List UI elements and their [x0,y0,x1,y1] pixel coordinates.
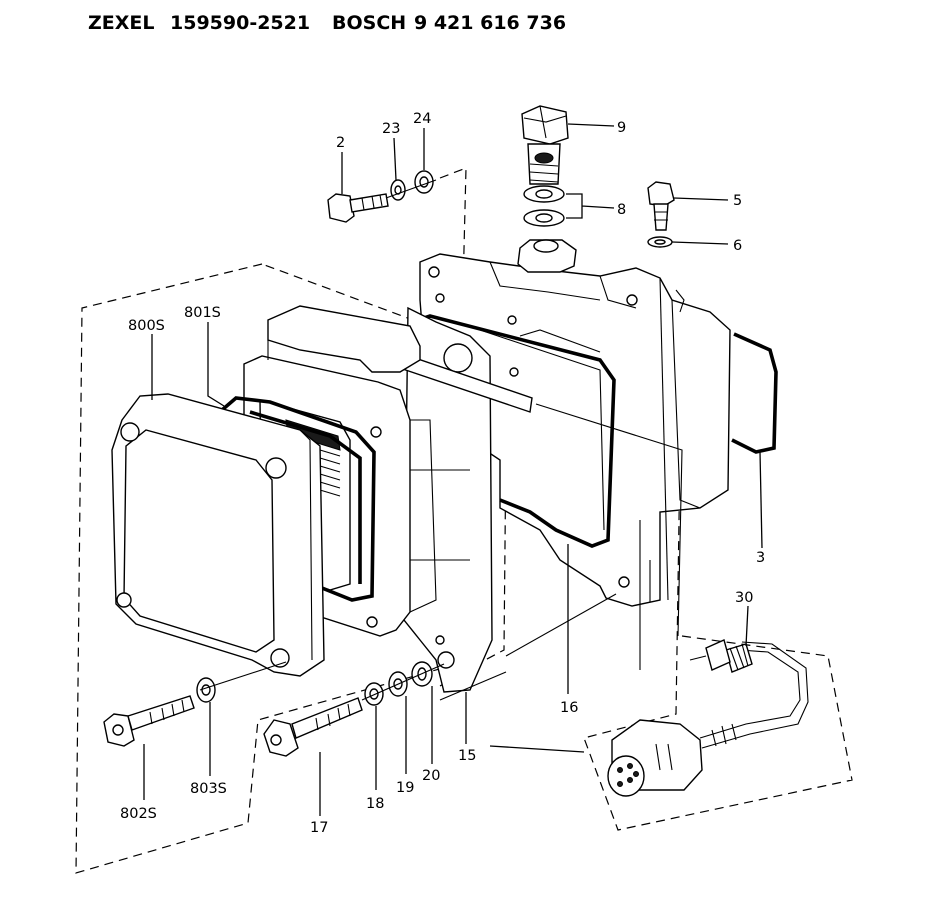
washer-24 [414,170,434,194]
cover-800s [111,393,325,677]
bolt-17 [263,697,363,757]
callout-6: 6 [733,238,742,254]
callout-18: 18 [366,796,384,812]
callout-801s: 801S [184,305,221,321]
callout-24: 24 [413,111,431,127]
callout-30: 30 [735,590,753,606]
callout-3: 3 [756,550,765,566]
callout-23: 23 [382,121,400,137]
washer-23 [390,179,406,201]
washer-6 [647,236,673,248]
gasket-801s [220,396,376,602]
callout-8: 8 [617,202,626,218]
callout-2: 2 [336,135,345,151]
zexel-part-number: 159590-2521 [170,12,311,34]
main-housing [419,253,731,670]
callout-16: 16 [560,700,578,716]
connector-plug [607,719,703,797]
wiring-harness [699,641,809,749]
callout-9: 9 [617,120,626,136]
gasket-16 [411,314,616,548]
adapter-plate-15 [403,306,493,693]
clip-30 [725,643,753,673]
plug-pin-sleeve [689,639,731,671]
bosch-part-number: 9 421 616 736 [414,12,567,34]
banjo-bolt-9 [521,105,569,185]
washer-803s [196,677,216,703]
brand-bosch: BOSCH [332,12,407,34]
leader-lines [143,123,763,816]
callout-803s: 803S [190,781,227,797]
callout-802s: 802S [120,806,157,822]
callout-5: 5 [733,193,742,209]
washer-18 [364,682,384,706]
bolt-2 [327,193,389,223]
group-boundary-connector [583,455,853,831]
callout-20: 20 [422,768,440,784]
callout-17: 17 [310,820,328,836]
callout-19: 19 [396,780,414,796]
screw-5 [647,181,675,231]
callout-15: 15 [458,748,476,764]
callout-800s: 800S [128,318,165,334]
sealing-washers-8 [523,185,565,227]
brand-zexel: ZEXEL [88,12,155,34]
seal-ring-3 [731,332,778,454]
bolt-802s [103,695,195,747]
